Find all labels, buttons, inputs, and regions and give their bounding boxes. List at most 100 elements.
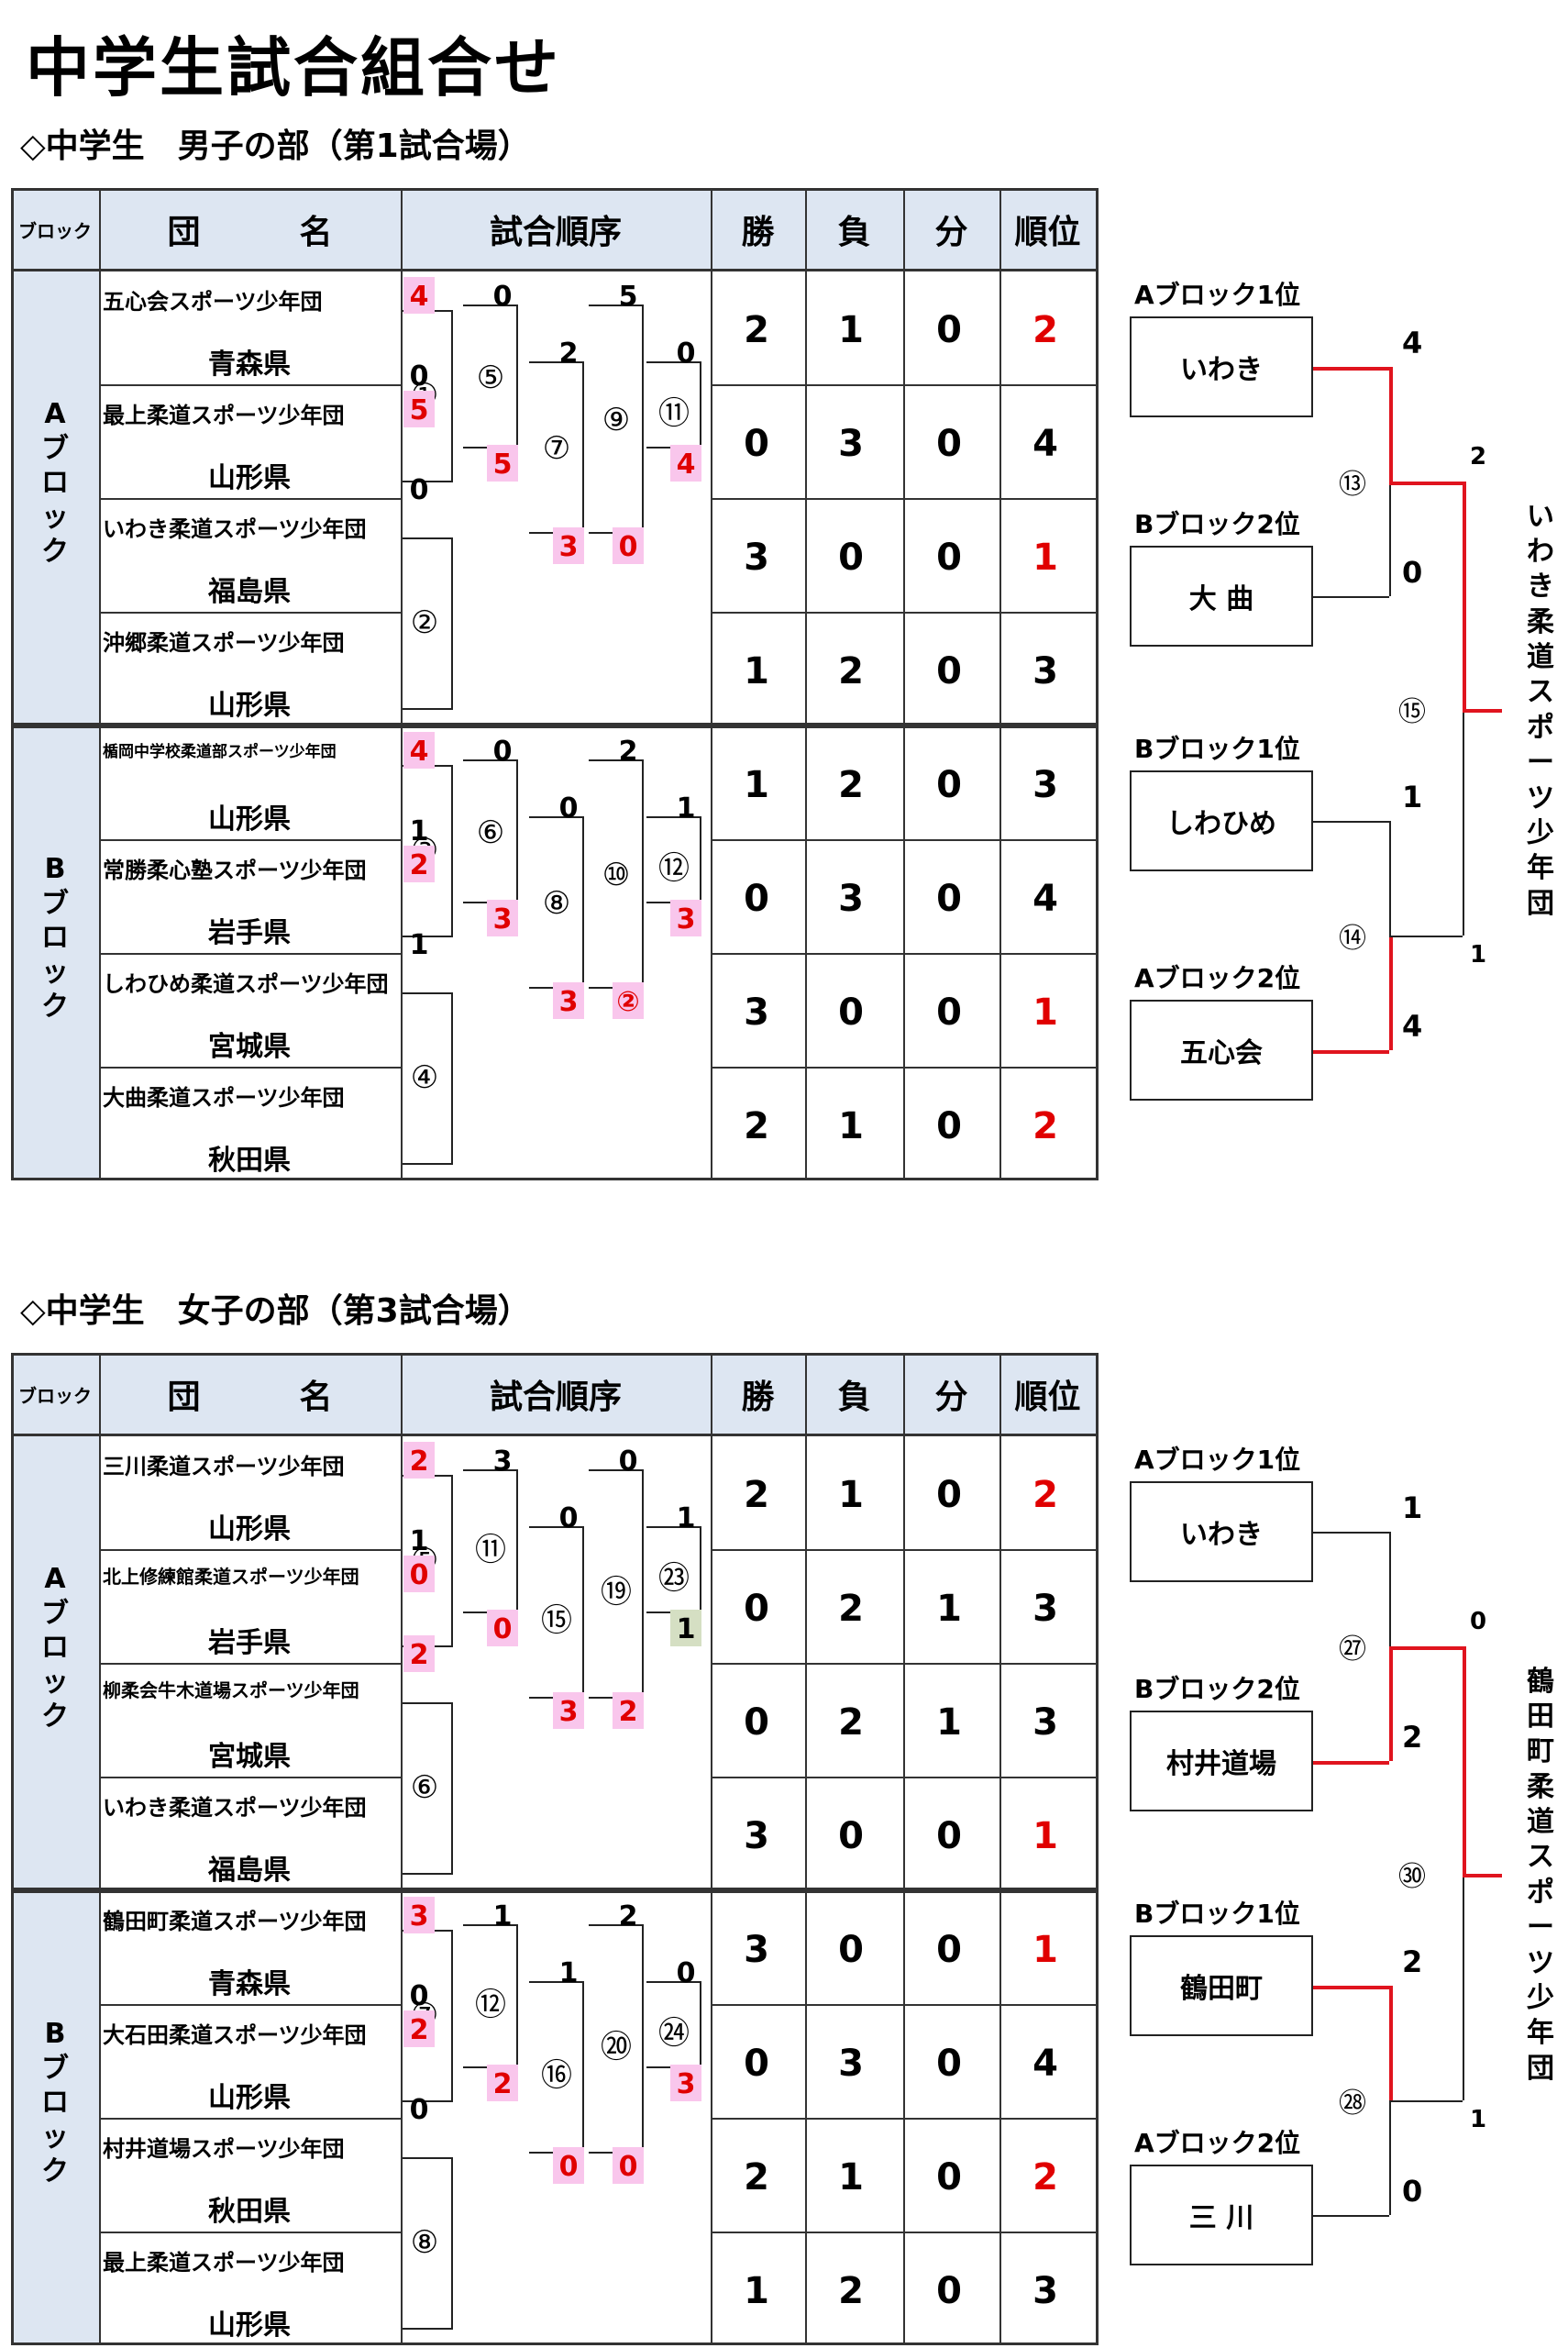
score-highlight bbox=[553, 982, 584, 1020]
score: 2 bbox=[558, 338, 579, 371]
bracket-line bbox=[1463, 708, 1464, 936]
score: 2 bbox=[618, 1900, 638, 1933]
match-number: ⑩ bbox=[602, 857, 631, 894]
header-win: 勝 bbox=[741, 1379, 775, 1416]
losses: 3 bbox=[838, 2043, 864, 2085]
wins: 0 bbox=[744, 423, 769, 465]
team-prefecture: 山形県 bbox=[208, 2082, 291, 2114]
seed-team-box: 五心会 bbox=[1130, 1000, 1313, 1101]
wins: 3 bbox=[744, 1815, 769, 1857]
score-highlight bbox=[553, 2147, 584, 2185]
col-divider bbox=[99, 188, 101, 1180]
score: 0 bbox=[618, 1445, 638, 1479]
header-bg-block bbox=[11, 1353, 99, 1435]
header-rank: 順位 bbox=[1014, 214, 1081, 251]
score: 5 bbox=[409, 394, 429, 427]
score-highlight bbox=[613, 527, 644, 565]
draws: 0 bbox=[936, 423, 962, 465]
row-divider bbox=[99, 498, 401, 500]
bracket-line bbox=[516, 1924, 518, 2067]
losses: 1 bbox=[838, 2156, 864, 2198]
bracket-line bbox=[516, 305, 518, 448]
score: 0 bbox=[409, 360, 429, 393]
bracket-line bbox=[646, 1981, 701, 1984]
row-divider bbox=[99, 1549, 401, 1551]
score-highlight bbox=[553, 1692, 584, 1730]
header-draw: 分 bbox=[934, 214, 968, 251]
seed-label: Bブロック1位 bbox=[1134, 1899, 1300, 1929]
score: 5 bbox=[618, 281, 638, 314]
team-prefecture: 福島県 bbox=[208, 1855, 291, 1887]
score-highlight bbox=[403, 1897, 435, 1934]
row-divider bbox=[711, 612, 1099, 614]
bracket-line bbox=[1389, 367, 1393, 482]
bracket-line bbox=[463, 1924, 518, 1927]
team-prefecture: 山形県 bbox=[208, 690, 291, 722]
bracket-line bbox=[1389, 2100, 1463, 2102]
col-divider bbox=[805, 1353, 807, 2345]
score: 2 bbox=[409, 849, 429, 882]
row-divider bbox=[711, 384, 1099, 386]
final-score: 2 bbox=[1470, 443, 1487, 471]
rank: 1 bbox=[1032, 991, 1058, 1034]
match-number: ⑤ bbox=[476, 359, 505, 396]
score: 3 bbox=[676, 2068, 696, 2101]
seed-team-box: 大 曲 bbox=[1130, 546, 1313, 647]
col-divider bbox=[903, 188, 905, 1180]
match-number: ⑧ bbox=[542, 885, 571, 923]
team-name: 楯岡中学校柔道部スポーツ少年団 bbox=[103, 743, 337, 761]
score: 0 bbox=[492, 736, 513, 769]
match-number: ㉚ bbox=[1398, 1860, 1426, 1893]
row-divider bbox=[99, 953, 401, 955]
team-prefecture: 宮城県 bbox=[208, 1741, 291, 1773]
draws: 0 bbox=[936, 2270, 962, 2312]
wins: 2 bbox=[744, 309, 769, 351]
row-divider bbox=[711, 498, 1099, 500]
semi-score: 1 bbox=[1402, 780, 1423, 814]
wins: 3 bbox=[744, 1929, 769, 1971]
seed-team-box: いわき bbox=[1130, 1481, 1313, 1582]
bracket-line bbox=[403, 708, 453, 710]
rank: 4 bbox=[1032, 423, 1058, 465]
score: 5 bbox=[492, 449, 513, 482]
score: 2 bbox=[409, 1639, 429, 1672]
bracket-line bbox=[403, 992, 453, 994]
row-divider bbox=[711, 2004, 1099, 2006]
rank: 2 bbox=[1032, 1474, 1058, 1516]
match-number: ⑧ bbox=[410, 2224, 439, 2261]
rank: 3 bbox=[1032, 1588, 1058, 1630]
match-number: ② bbox=[410, 604, 439, 641]
team-name: 沖郷柔道スポーツ少年団 bbox=[103, 630, 345, 656]
bracket-line bbox=[403, 936, 453, 937]
score: 0 bbox=[409, 1559, 429, 1592]
score: 3 bbox=[492, 1445, 513, 1479]
score-highlight bbox=[403, 277, 435, 315]
score: 0 bbox=[558, 1502, 579, 1535]
col-divider bbox=[1096, 188, 1098, 1180]
score-highlight bbox=[403, 1556, 435, 1593]
col-divider bbox=[903, 1353, 905, 2345]
bracket-line bbox=[451, 765, 453, 936]
draws: 0 bbox=[936, 2043, 962, 2085]
match-number: ⑮ bbox=[541, 1602, 572, 1640]
bracket-line bbox=[1313, 1532, 1389, 1534]
row-divider bbox=[711, 1549, 1099, 1551]
bracket-line bbox=[463, 305, 518, 307]
score: 0 bbox=[558, 2151, 579, 2184]
score: 4 bbox=[676, 449, 696, 482]
draws: 1 bbox=[936, 1588, 962, 1630]
header-block: ブロック bbox=[18, 1384, 92, 1407]
header-loss: 負 bbox=[837, 214, 871, 251]
row-divider bbox=[99, 612, 401, 614]
score: 4 bbox=[409, 281, 429, 314]
wins: 0 bbox=[744, 1701, 769, 1744]
match-number: ⑪ bbox=[658, 394, 690, 432]
score: 1 bbox=[409, 815, 429, 848]
bracket-line bbox=[529, 816, 584, 819]
wins: 3 bbox=[744, 991, 769, 1034]
rank: 2 bbox=[1032, 1105, 1058, 1147]
final-score: 1 bbox=[1470, 2106, 1487, 2133]
col-divider bbox=[999, 188, 1001, 1180]
score-highlight bbox=[487, 1610, 518, 1647]
col-divider bbox=[401, 188, 403, 1180]
